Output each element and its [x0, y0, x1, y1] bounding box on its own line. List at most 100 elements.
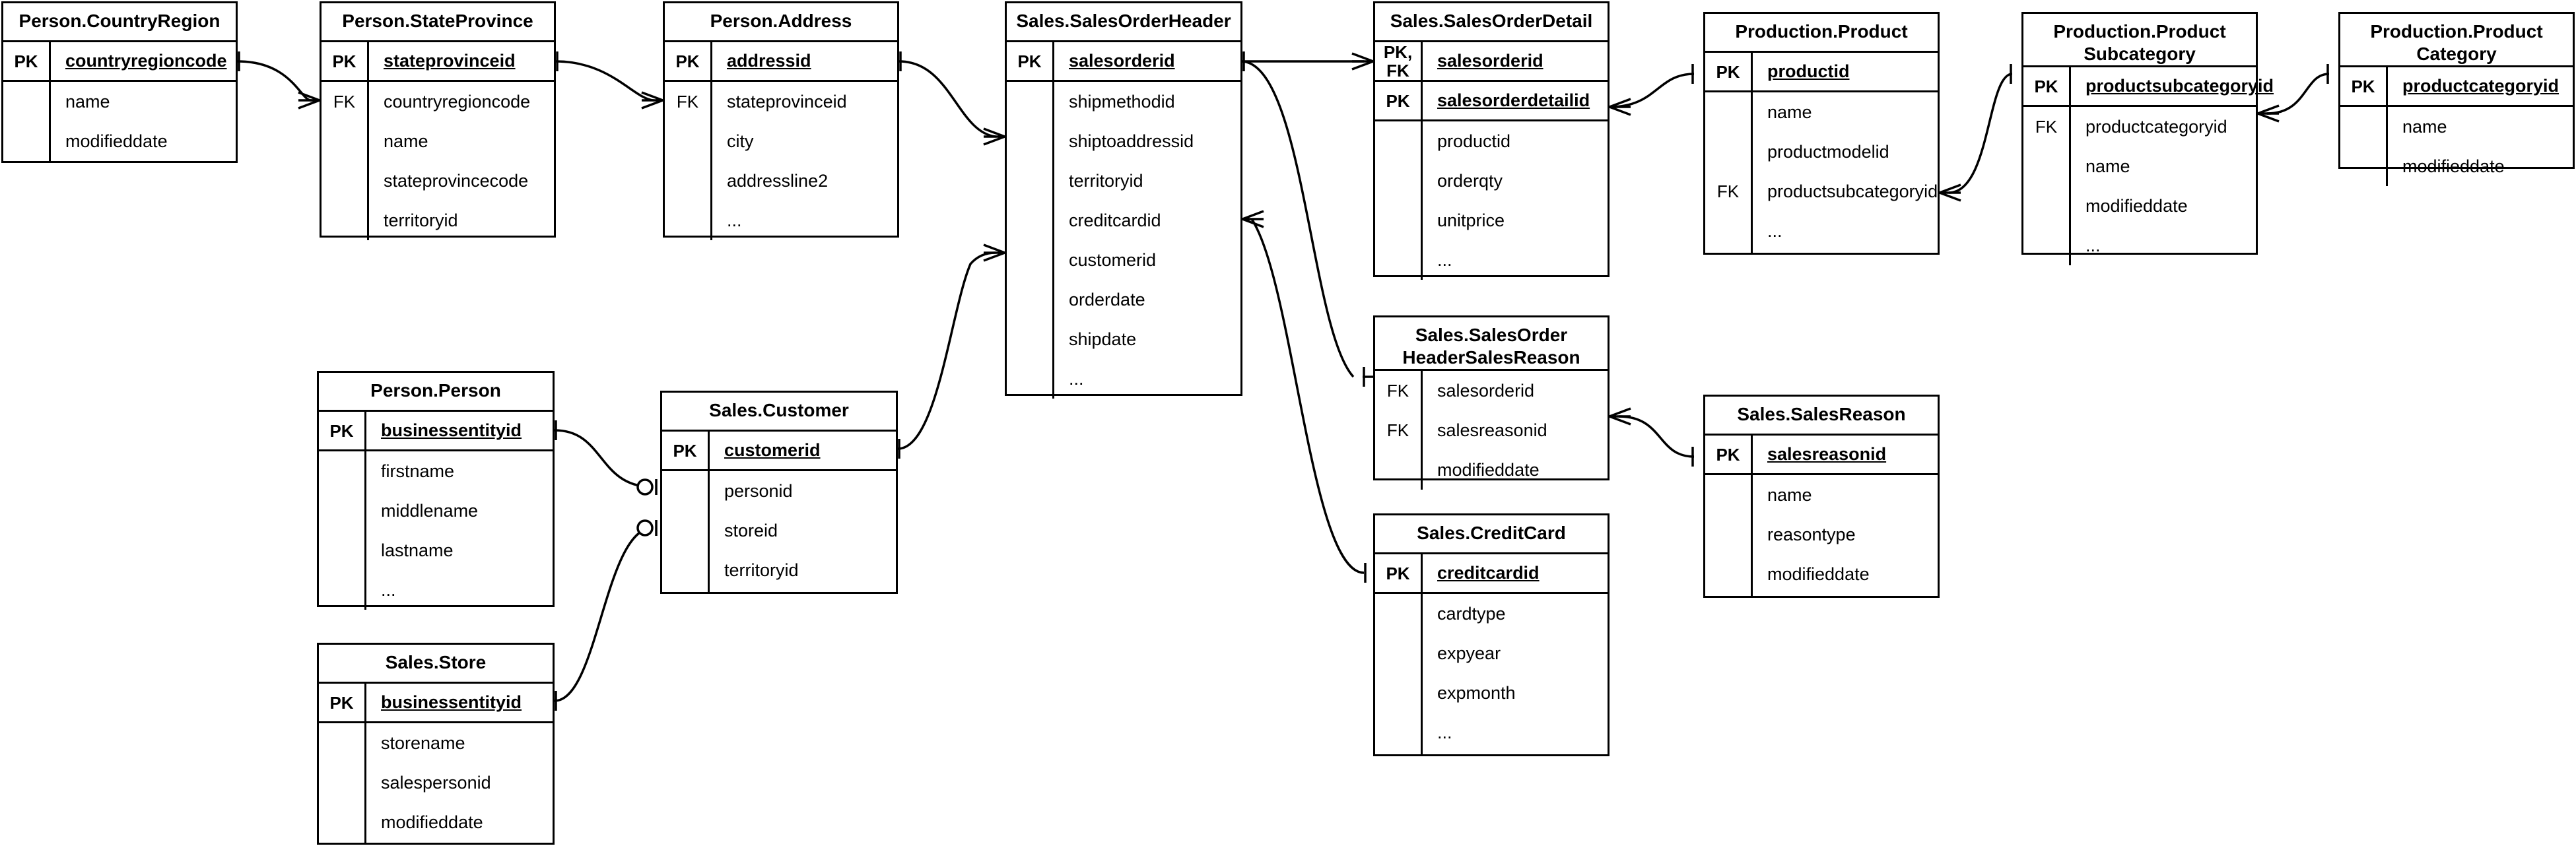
- attribute-name: customerid: [1069, 249, 1157, 270]
- attribute-row[interactable]: unitprice: [1375, 201, 1608, 240]
- attribute-row[interactable]: name: [1705, 92, 1938, 132]
- attribute-row[interactable]: modifieddate: [319, 802, 553, 842]
- attribute-row[interactable]: territoryid: [662, 550, 896, 590]
- attribute-key-badge: [1375, 240, 1423, 280]
- attribute-row[interactable]: creditcardid: [1007, 201, 1240, 240]
- attribute-row[interactable]: personid: [662, 471, 896, 511]
- attribute-row[interactable]: salespersonid: [319, 763, 553, 802]
- attribute-row[interactable]: expyear: [1375, 634, 1608, 673]
- attribute-key-badge: PK: [1705, 53, 1753, 90]
- attribute-row[interactable]: middlename: [319, 491, 553, 531]
- attribute-row[interactable]: name: [2340, 107, 2573, 146]
- attribute-row[interactable]: modifieddate: [1375, 450, 1608, 490]
- attribute-row[interactable]: modifieddate: [2023, 186, 2256, 226]
- attribute-row[interactable]: shipdate: [1007, 319, 1240, 359]
- attribute-row[interactable]: ...: [1705, 211, 1938, 251]
- attribute-key-badge: PK: [3, 42, 51, 80]
- attribute-row[interactable]: ...: [1375, 240, 1608, 280]
- attribute-row[interactable]: name: [1705, 475, 1938, 515]
- attribute-name: name: [65, 91, 110, 112]
- attribute-row[interactable]: modifieddate: [1705, 554, 1938, 594]
- attribute-row[interactable]: ...: [2023, 226, 2256, 265]
- attribute-row[interactable]: addressline2: [665, 161, 897, 201]
- attribute-key-badge: PK: [319, 412, 366, 449]
- attribute-row[interactable]: orderqty: [1375, 161, 1608, 201]
- attribute-row[interactable]: stateprovincecode: [322, 161, 554, 201]
- attribute-row[interactable]: productid: [1375, 121, 1608, 161]
- attribute-row[interactable]: territoryid: [322, 201, 554, 240]
- rel-salesorderdetail-product: [1609, 64, 1695, 116]
- attribute-row[interactable]: reasontype: [1705, 515, 1938, 554]
- attribute-row[interactable]: expmonth: [1375, 673, 1608, 713]
- attribute-row[interactable]: modifieddate: [3, 121, 236, 161]
- attribute-row[interactable]: territoryid: [1007, 161, 1240, 201]
- attribute-row[interactable]: customerid: [1007, 240, 1240, 280]
- attribute-row[interactable]: storeid: [662, 511, 896, 550]
- attribute-name: unitprice: [1437, 210, 1505, 230]
- attribute-row[interactable]: shiptoaddressid: [1007, 121, 1240, 161]
- attribute-row[interactable]: ...: [319, 570, 553, 610]
- attribute-row[interactable]: orderdate: [1007, 280, 1240, 319]
- rel-customer-salesorderheader: [897, 244, 1005, 459]
- attribute-row[interactable]: name: [2023, 146, 2256, 186]
- attribute-row[interactable]: shipmethodid: [1007, 82, 1240, 121]
- attribute-row[interactable]: lastname: [319, 531, 553, 570]
- attribute-row[interactable]: ...: [1375, 713, 1608, 752]
- attribute-row[interactable]: modifieddate: [2340, 146, 2573, 186]
- attribute-row[interactable]: ...: [665, 201, 897, 240]
- attribute-row[interactable]: name: [3, 82, 236, 121]
- attribute-row[interactable]: ...: [1007, 359, 1240, 399]
- attribute-row[interactable]: firstname: [319, 451, 553, 491]
- attribute-row[interactable]: storename: [319, 723, 553, 763]
- attribute-row[interactable]: cardtype: [1375, 594, 1608, 634]
- entity-title: Production.Product: [1735, 21, 1908, 42]
- attribute-key-badge: [322, 201, 369, 240]
- attribute-row[interactable]: name: [322, 121, 554, 161]
- attribute-row[interactable]: city: [665, 121, 897, 161]
- attribute-key-badge: [662, 471, 710, 511]
- attribute-name: ...: [2085, 235, 2101, 255]
- attribute-name: territoryid: [724, 560, 799, 580]
- attribute-filler: [3, 161, 236, 163]
- attribute-name: shiptoaddressid: [1069, 131, 1194, 151]
- attribute-key-badge: FK: [2023, 107, 2071, 146]
- attribute-name: creditcardid: [1069, 210, 1161, 230]
- attribute-row[interactable]: productmodelid: [1705, 132, 1938, 172]
- attribute-name: city: [727, 131, 754, 151]
